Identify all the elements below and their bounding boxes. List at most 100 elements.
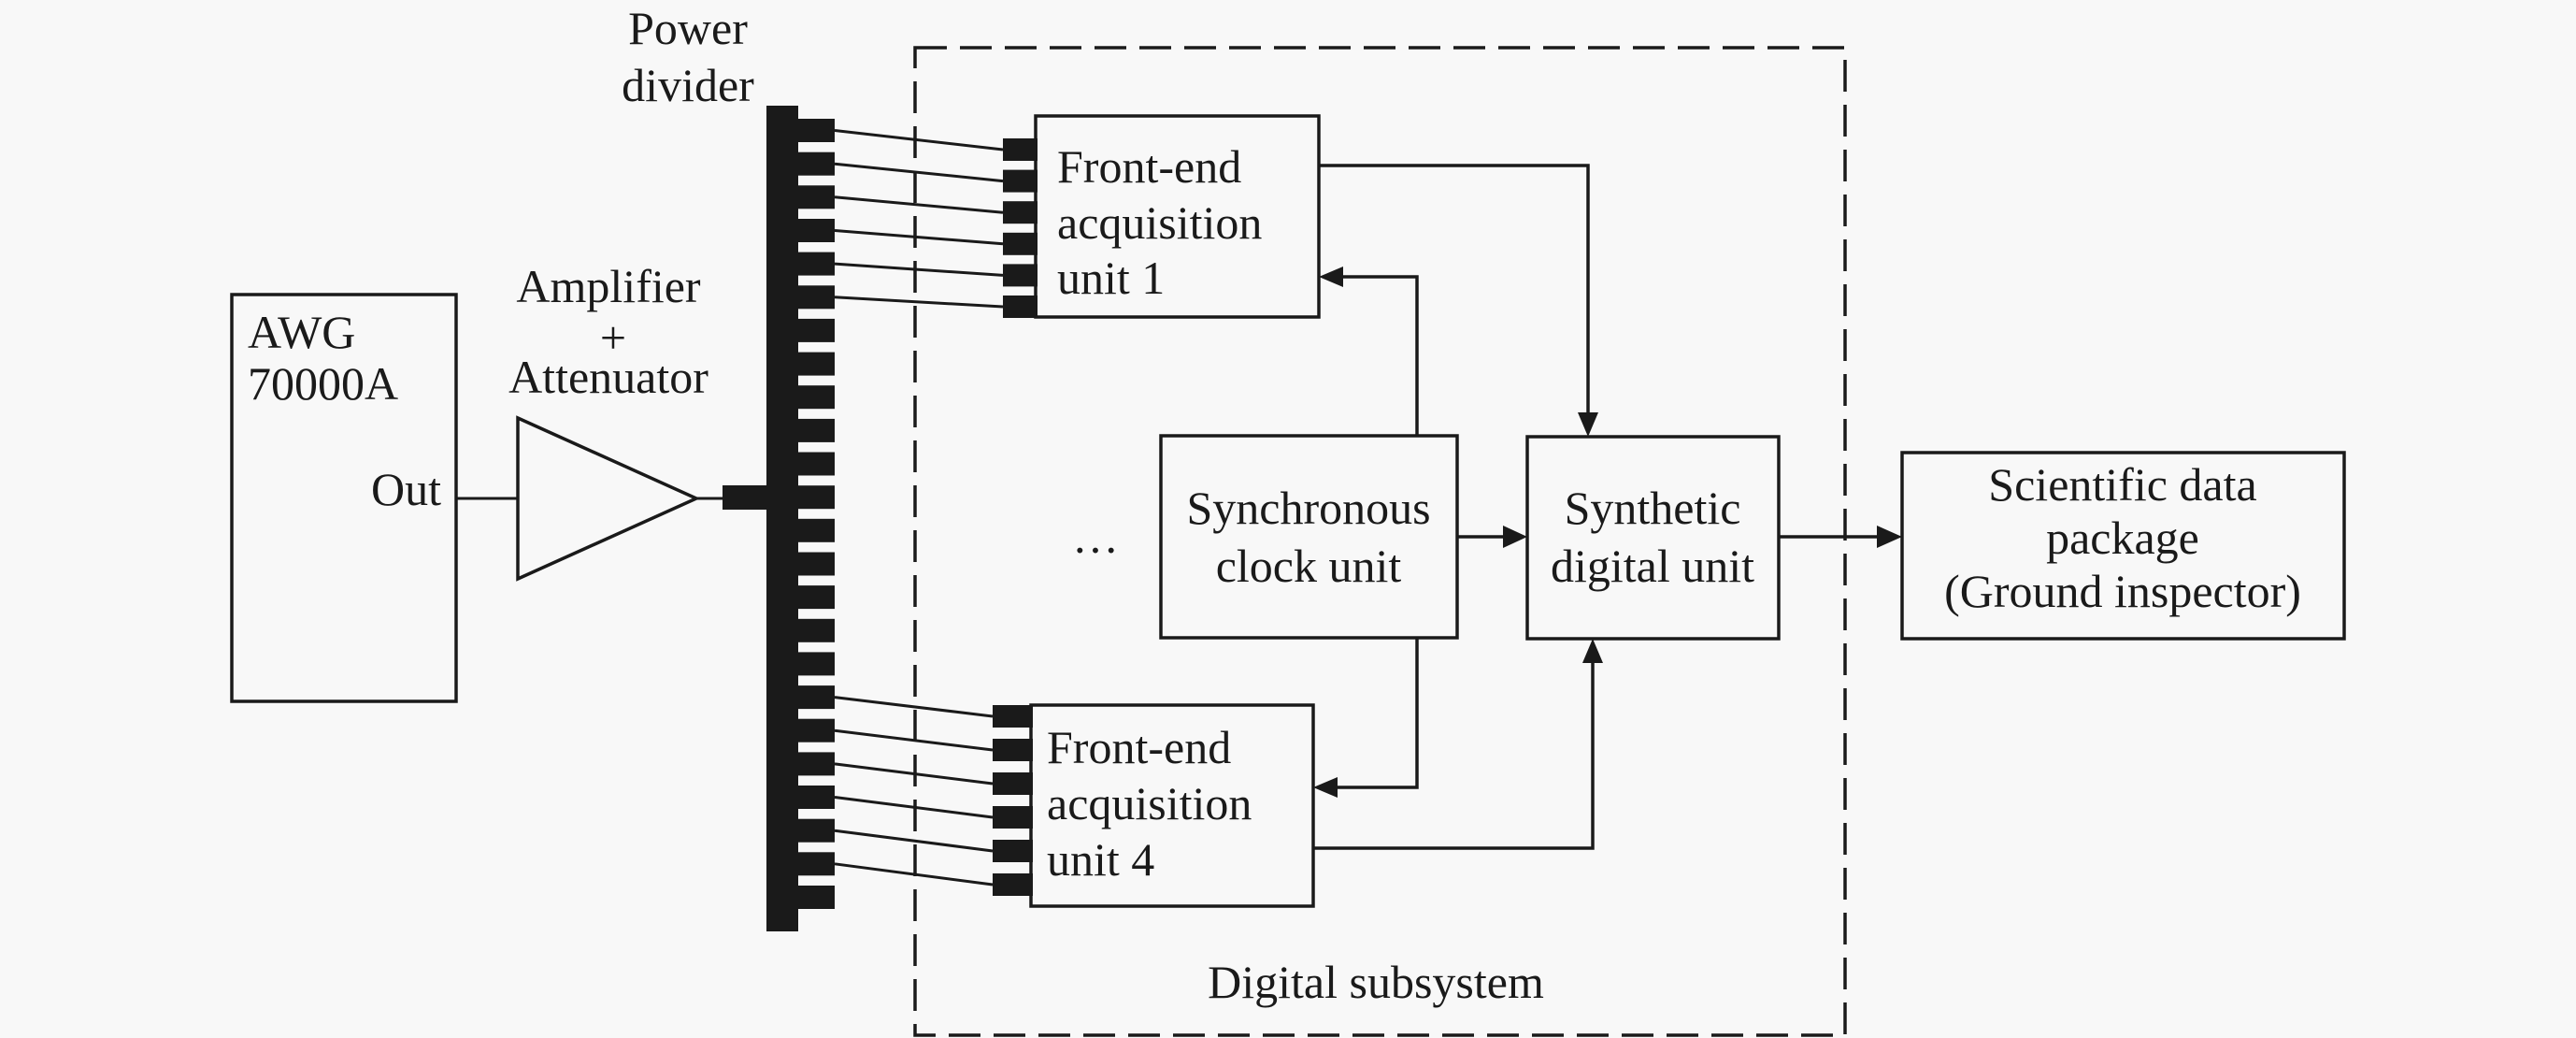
front-end-1-input-port [1003, 138, 1038, 161]
synthetic-label-line2: digital unit [1551, 540, 1754, 592]
arrowhead-left-icon [1313, 777, 1338, 798]
divider-output-port [796, 685, 835, 710]
divider-output-port [796, 518, 835, 542]
power-divider-outputs [796, 119, 835, 909]
power-divider-label-line1: Power [628, 2, 748, 54]
front-end-1-input-port [1003, 296, 1038, 318]
front-end-1-input-port [1003, 169, 1038, 193]
divider-to-frontend-wires [834, 129, 1004, 887]
front-end-4-box [1029, 703, 1315, 908]
front-end-1-label-line3: unit 1 [1057, 252, 1165, 304]
fanout-wire [834, 129, 1004, 151]
fanout-wire [834, 796, 994, 819]
arrowhead-up-icon [1582, 639, 1603, 663]
fanout-wire [834, 229, 1004, 246]
divider-output-port [796, 285, 835, 310]
front-end-4-input-ports [993, 705, 1033, 896]
amplifier-triangle-icon [516, 415, 701, 582]
digital-subsystem-label: Digital subsystem [1208, 956, 1544, 1008]
scientific-label-line2: package [2046, 512, 2199, 564]
divider-output-port [796, 618, 835, 642]
front-end-4-input-port [993, 705, 1033, 728]
synthetic-box [1525, 435, 1781, 641]
fanout-wire [834, 728, 994, 752]
divider-output-port [796, 252, 835, 276]
divider-output-port [796, 219, 835, 242]
divider-output-port [796, 485, 835, 510]
more-units-ellipsis: ··· [1072, 524, 1119, 576]
sync-clock-label-line1: Synchronous [1186, 482, 1430, 534]
power-divider-bar [766, 106, 798, 931]
front-end-1-label-line2: acquisition [1057, 196, 1262, 249]
sync-to-fe1-wire [1337, 275, 1419, 436]
sync-clock-box [1159, 434, 1459, 640]
front-end-unit-1: Front-end acquisition unit 1 [1003, 114, 1321, 319]
front-end-4-input-port [993, 873, 1033, 896]
divider-output-port [796, 352, 835, 376]
fe4-to-synthetic-wire [1313, 656, 1595, 850]
fanout-wire [834, 762, 994, 786]
scientific-box [1900, 451, 2346, 641]
divider-output-port [796, 786, 835, 809]
fanout-wire [834, 262, 1004, 277]
front-end-4-label-line3: unit 4 [1047, 833, 1154, 886]
scientific-label-line1: Scientific data [1988, 458, 2256, 511]
amplifier-block: Amplifier + Attenuator [508, 260, 708, 582]
divider-output-port [796, 119, 835, 142]
front-end-4-input-port [993, 772, 1033, 795]
front-end-4-input-port [993, 806, 1033, 829]
synthetic-digital-unit: Synthetic digital unit [1525, 435, 1781, 641]
arrowhead-right-icon [1503, 526, 1527, 548]
synthetic-label-line1: Synthetic [1565, 482, 1741, 534]
awg-label-line2: 70000A [248, 357, 398, 410]
power-divider: Power divider [622, 2, 835, 931]
power-divider-label-line2: divider [622, 59, 754, 111]
awg-block: AWG 70000A Out [230, 293, 458, 703]
digital-subsystem-boundary [913, 46, 1847, 1037]
arrowhead-left-icon [1319, 267, 1343, 287]
front-end-4-label-line1: Front-end [1047, 721, 1231, 773]
awg-label-line1: AWG [248, 306, 355, 358]
fanout-wire [834, 296, 1004, 309]
divider-output-port [796, 185, 835, 209]
divider-output-port [796, 585, 835, 610]
fanout-wire [834, 862, 994, 887]
sync-to-fe4-wire [1331, 638, 1419, 789]
divider-output-port [796, 452, 835, 476]
divider-output-port [796, 818, 835, 843]
front-end-unit-4: Front-end acquisition unit 4 [993, 703, 1315, 908]
front-end-1-input-port [1003, 232, 1038, 255]
front-end-4-label-line2: acquisition [1047, 777, 1252, 829]
front-end-1-input-ports [1003, 138, 1038, 318]
sync-clock-unit: Synchronous clock unit [1159, 434, 1459, 640]
front-end-1-input-port [1003, 264, 1038, 287]
fe1-to-synthetic-wire [1319, 164, 1590, 419]
fanout-wire [834, 162, 1004, 183]
amplifier-label-line1: Amplifier [516, 260, 701, 312]
divider-output-port [796, 886, 835, 909]
arrowhead-right-icon [1877, 526, 1902, 548]
amplifier-label-plus: + [600, 311, 626, 364]
divider-output-port [796, 652, 835, 676]
scientific-data-package: Scientific data package (Ground inspecto… [1900, 451, 2346, 641]
divider-output-port [796, 418, 835, 442]
scientific-label-line3: (Ground inspector) [1944, 565, 2301, 617]
front-end-4-input-port [993, 840, 1033, 862]
fanout-wire [834, 829, 994, 853]
fanout-wire [834, 195, 1004, 214]
amplifier-label-line3: Attenuator [508, 351, 708, 403]
divider-output-port [796, 385, 835, 410]
front-end-1-input-port [1003, 201, 1038, 224]
fanout-wire [834, 696, 994, 718]
divider-output-port [796, 318, 835, 342]
divider-output-port [796, 151, 835, 176]
divider-output-port [796, 852, 835, 876]
front-end-4-input-port [993, 739, 1033, 761]
divider-output-port [796, 552, 835, 576]
sync-clock-label-line2: clock unit [1216, 540, 1402, 592]
awg-out-label: Out [371, 463, 441, 515]
divider-output-port [796, 718, 835, 742]
arrowhead-down-icon [1578, 412, 1598, 437]
divider-input-port [723, 485, 769, 510]
